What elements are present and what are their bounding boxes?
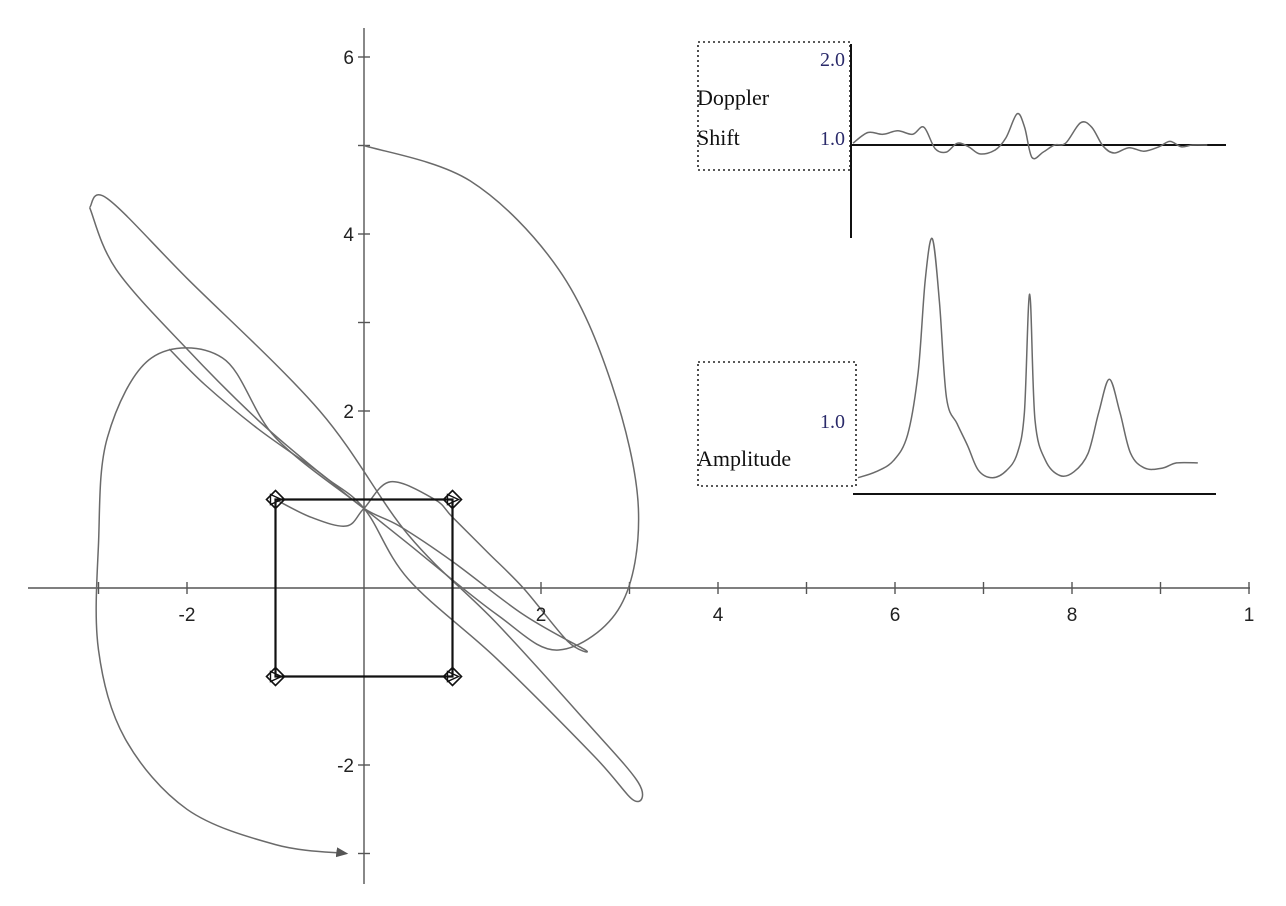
corner-triangle-marker: [446, 670, 461, 683]
square-group: [265, 489, 463, 687]
y-tick-label: -2: [337, 756, 354, 777]
amplitude-tick-label: 1.0: [820, 411, 845, 433]
amplitude-label-box: [697, 361, 857, 487]
x-tick-label: 4: [713, 605, 724, 626]
x-tick-label: -2: [179, 605, 196, 626]
doppler-ylabel-line2: Shift: [697, 125, 740, 150]
x-tick-label: 2: [536, 605, 547, 626]
doppler-inset: Doppler Shift 2.0 1.0: [697, 41, 1226, 238]
amplitude-ylabel: Amplitude: [697, 446, 791, 471]
corner-marker: [442, 666, 463, 687]
corner-marker: [265, 489, 286, 510]
main-plot: -2 2 4 6 8 1 6 4 2 -2: [28, 28, 1254, 884]
main-tick-labels: -2 2 4 6 8 1 6 4 2 -2: [179, 48, 1255, 777]
corner-marker: [265, 666, 286, 687]
x-tick-label: 1: [1244, 605, 1255, 626]
y-tick-label: 2: [343, 402, 354, 423]
amplitude-series-line: [857, 237, 1198, 479]
doppler-ylabel-line1: Doppler: [697, 85, 770, 110]
doppler-tick-label-mid: 1.0: [820, 128, 845, 150]
corner-triangle-marker: [269, 670, 284, 683]
amplitude-inset: 1.0 Amplitude: [697, 237, 1216, 495]
square-path: [274, 498, 454, 678]
doppler-tick-label-top: 2.0: [820, 49, 845, 71]
main-ticks: [97, 56, 1250, 855]
y-tick-label: 6: [343, 48, 354, 69]
y-tick-label: 4: [343, 225, 354, 246]
corner-triangle-marker: [446, 493, 461, 506]
main-axes: [28, 28, 1250, 884]
inner-wavy-loop-curve: [168, 348, 588, 653]
corner-triangle-marker: [269, 493, 284, 506]
main-curves: [88, 144, 644, 858]
diagonal-ellipse-curve: [88, 194, 644, 803]
corner-marker: [442, 489, 463, 510]
x-tick-label: 8: [1067, 605, 1078, 626]
doppler-series-line: [852, 112, 1208, 160]
x-tick-label: 6: [890, 605, 901, 626]
